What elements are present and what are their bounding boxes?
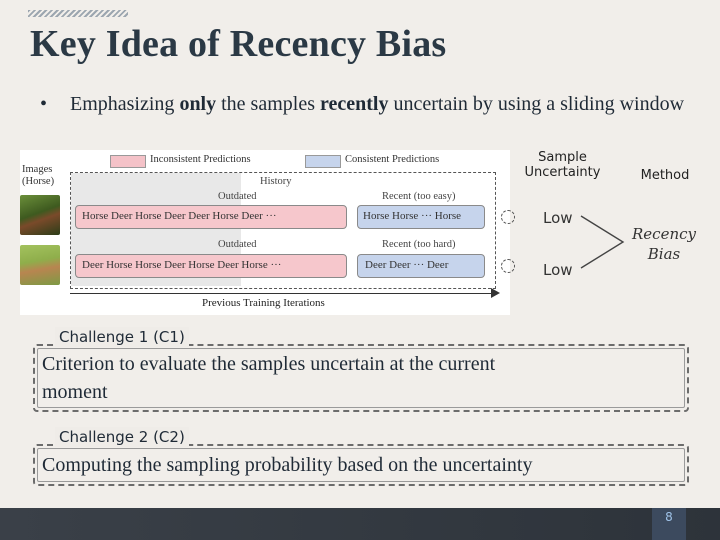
challenge-2-tag: Challenge 2 (C2): [55, 427, 189, 447]
challenge-2-text: Computing the sampling probability based…: [42, 454, 533, 476]
row1-uncertainty-marker: [501, 210, 515, 224]
method-line2: Bias: [647, 245, 681, 263]
challenge-1-text: Criterion to evaluate the samples uncert…: [42, 350, 495, 406]
row2-recent-bar: [357, 254, 485, 278]
row1-history-bar: [75, 205, 347, 229]
bullet-dot: •: [40, 93, 48, 115]
horse-photo: [20, 245, 60, 285]
recency-bias-method: Recency Bias: [628, 224, 700, 264]
recent-easy-label: Recent (too easy): [382, 191, 456, 202]
legend-inconsistent-swatch: [110, 155, 146, 168]
recent-hard-label: Recent (too hard): [382, 239, 456, 250]
iterations-axis: [70, 293, 494, 294]
page-number: 8: [652, 508, 686, 540]
challenge-1-line2: moment: [42, 381, 108, 403]
row1-recent-text: Horse Horse ··· Horse: [363, 210, 462, 222]
merge-lines: [580, 215, 625, 269]
title-decoration: [28, 10, 128, 17]
legend-consistent-swatch: [305, 155, 341, 168]
deer-photo: [20, 195, 60, 235]
slide-title: Key Idea of Recency Bias: [30, 23, 447, 65]
history-label: History: [260, 176, 292, 187]
method-header: Method: [640, 168, 690, 183]
bullet-part: Emphasizing: [70, 93, 180, 115]
bullet-part: the samples: [216, 93, 320, 115]
row1-recent-bar: [357, 205, 485, 229]
challenge-1-line1: Criterion to evaluate the samples uncert…: [42, 353, 496, 375]
uncertainty-low-1: Low: [543, 209, 573, 227]
outdated-label-top: Outdated: [218, 191, 257, 202]
row2-recent-text: Deer Deer ··· Deer: [365, 259, 449, 271]
challenge-1-tag: Challenge 1 (C1): [55, 327, 189, 347]
row2-uncertainty-marker: [501, 259, 515, 273]
bullet-point: • Emphasizing only the samples recently …: [40, 92, 700, 117]
row1-history-text: Horse Deer Horse Deer Deer Horse Deer ··…: [82, 210, 277, 222]
sample-uncertainty-header: Sample Uncertainty: [524, 150, 601, 180]
bullet-text: Emphasizing only the samples recently un…: [70, 92, 700, 117]
challenge-1-inner-border: [37, 348, 685, 408]
bullet-emphasis-only: only: [179, 93, 217, 115]
axis-arrow-icon: [491, 288, 500, 298]
footer-bar: [0, 508, 720, 540]
method-line1: Recency: [632, 225, 696, 243]
bullet-emphasis-recently: recently: [320, 93, 389, 115]
history-window: [70, 172, 496, 289]
row2-history-bar: [75, 254, 347, 278]
challenge-1-box: [33, 344, 689, 412]
legend-inconsistent-label: Inconsistent Predictions: [150, 154, 251, 165]
axis-label: Previous Training Iterations: [202, 297, 325, 309]
challenge-2-inner-border: [37, 448, 685, 482]
images-label: Images (Horse): [22, 164, 54, 188]
bullet-part: uncertain by using a sliding window: [388, 93, 685, 115]
merge-line-path: [580, 215, 625, 269]
legend-consistent-label: Consistent Predictions: [345, 154, 440, 165]
uncertainty-low-2: Low: [543, 261, 573, 279]
challenge-2-box: [33, 444, 689, 486]
sliding-window-figure: Images (Horse) Inconsistent Predictions …: [20, 150, 515, 315]
images-label-line2: (Horse): [22, 176, 55, 187]
images-label-line1: Images: [22, 164, 53, 175]
outdated-label-bottom: Outdated: [218, 239, 257, 250]
row2-history-text: Deer Horse Horse Deer Horse Deer Horse ·…: [82, 259, 282, 271]
